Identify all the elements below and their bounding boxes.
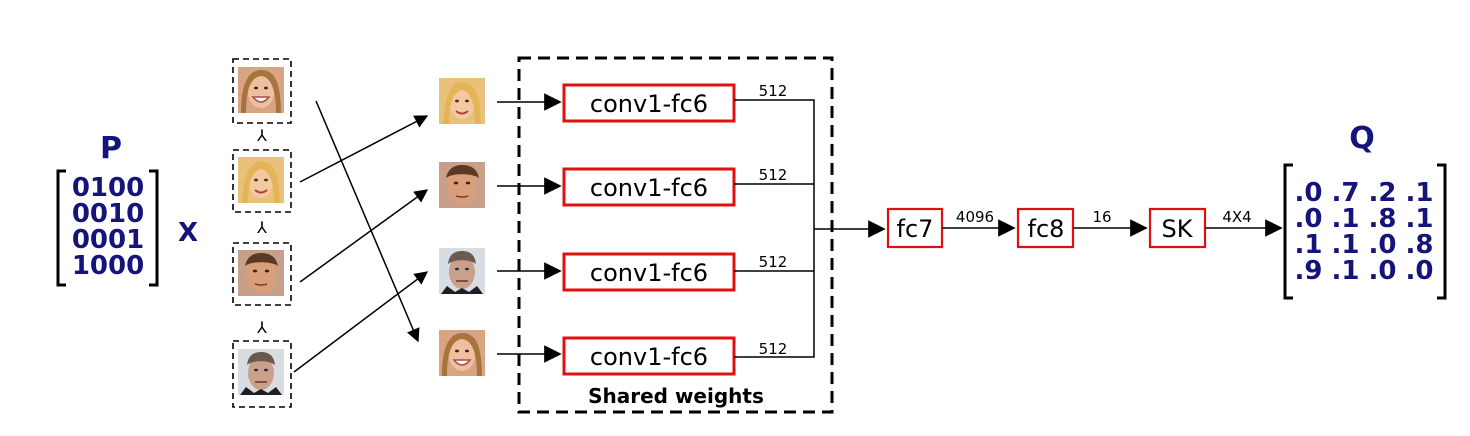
matrix-q-row: .1 .1 .0 .8 [1294, 230, 1433, 260]
input-face-man-brown-hair [237, 249, 285, 297]
fc7-label: fc7 [897, 215, 934, 243]
shared-weights-box [517, 56, 834, 414]
matrix-p-row: 0010 [72, 199, 144, 229]
order-symbol: ⅄ [256, 218, 267, 237]
sk-label: SK [1162, 215, 1194, 243]
fc7-block [886, 207, 944, 249]
fc7-dim-label: 4096 [956, 208, 994, 226]
fc8-label: fc8 [1028, 215, 1065, 243]
permuted-face-man-grey-hair [438, 247, 486, 295]
branch-connector [734, 99, 815, 358]
permutation-arrow [299, 189, 429, 283]
branch-dim-label: 512 [759, 82, 788, 100]
input-face-woman-blonde [237, 156, 285, 204]
conv-block [562, 336, 736, 376]
conv-block-label: conv1-fc6 [590, 174, 708, 202]
sk-dim-label: 4X4 [1222, 208, 1251, 226]
matrix-p-row: 0001 [72, 225, 144, 255]
conv-block [562, 252, 736, 292]
conv-block [562, 167, 736, 207]
permutation-arrow [315, 100, 420, 343]
matrix-q-row: .0 .7 .2 .1 [1294, 178, 1433, 208]
input-face-frame [232, 340, 292, 408]
branch-dim-label: 512 [759, 166, 788, 184]
matrix-q-left-bracket [1283, 163, 1293, 300]
branch-dim-label: 512 [759, 253, 788, 271]
permutation-arrow [299, 115, 429, 183]
conv-block-label: conv1-fc6 [590, 259, 708, 287]
permutation-arrow [293, 271, 429, 373]
conv-block [562, 83, 736, 123]
input-face-frame [232, 58, 292, 124]
matrix-q-row: .0 .1 .8 .1 [1294, 204, 1433, 234]
sk-block [1148, 207, 1207, 249]
conv-block-label: conv1-fc6 [590, 343, 708, 371]
matrix-p-right-bracket [149, 169, 159, 287]
matrix-q-right-bracket [1437, 163, 1447, 300]
input-face-woman-smiling [237, 66, 285, 114]
permuted-face-man-brown-hair [438, 161, 486, 209]
matrix-p-label: P [100, 131, 122, 166]
permuted-face-woman-smiling [438, 329, 486, 377]
conv-block-label: conv1-fc6 [590, 90, 708, 118]
matrix-p-row: 0100 [72, 173, 144, 203]
input-face-man-grey-hair [237, 348, 285, 396]
multiply-operator: X [178, 218, 198, 248]
order-symbol: ⅄ [256, 126, 267, 145]
matrix-p-row: 1000 [72, 251, 144, 281]
permuted-face-woman-blonde [438, 77, 486, 125]
fc8-dim-label: 16 [1092, 208, 1111, 226]
branch-dim-label: 512 [759, 340, 788, 358]
matrix-p-left-bracket [56, 169, 66, 287]
shared-weights-label: Shared weights [588, 384, 764, 408]
order-symbol: ⅄ [256, 318, 267, 337]
matrix-q-row: .9 .1 .0 .0 [1294, 256, 1433, 286]
matrix-q-label: Q [1349, 121, 1375, 156]
